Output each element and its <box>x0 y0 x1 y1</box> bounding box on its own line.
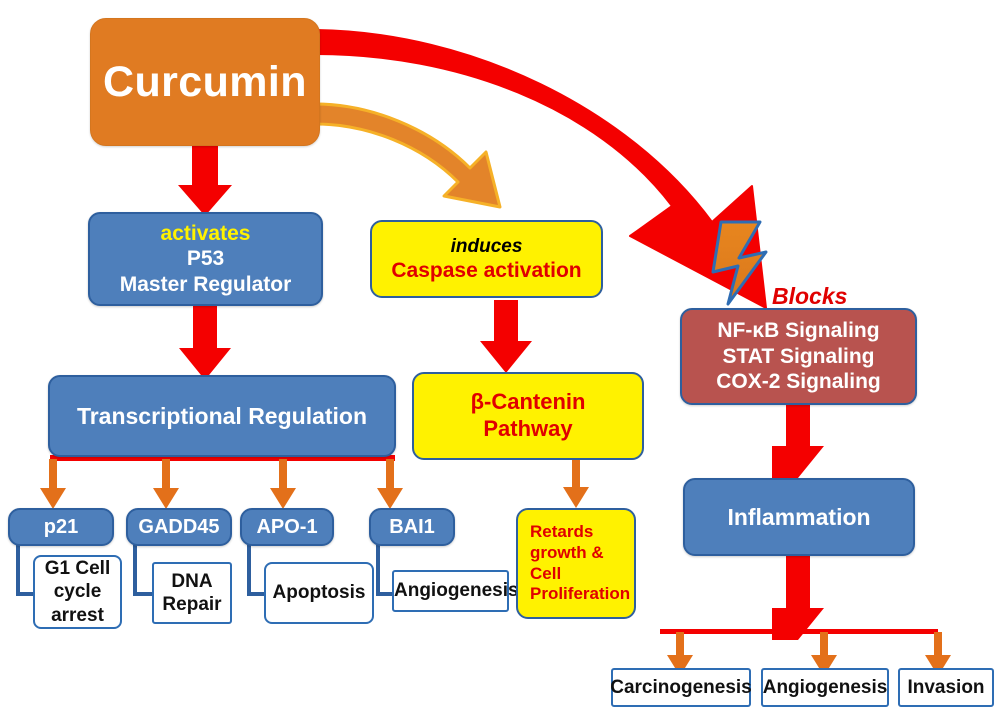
retards-line: Cell <box>530 563 562 583</box>
node-outcome-angiogenesis[interactable]: Angiogenesis <box>761 668 889 707</box>
node-catenin-pathway[interactable]: β-Cantenin Pathway <box>412 372 644 460</box>
blocks-label: Blocks <box>772 283 848 309</box>
retards-line: Proliferation <box>530 584 631 604</box>
arrow-catenin-to-retards <box>563 455 589 508</box>
node-gene-apo1[interactable]: APO-1 <box>240 508 334 546</box>
gene-label: GADD45 <box>138 515 220 538</box>
node-effect-g1-arrest[interactable]: G1 Cell cycle arrest <box>33 555 122 629</box>
node-gene-bai1[interactable]: BAI1 <box>369 508 455 546</box>
p53-verb: activates <box>160 221 251 245</box>
effect-line: arrest <box>51 604 104 626</box>
arrow-caspase-to-catenin <box>480 300 532 373</box>
node-retards-growth[interactable]: Retards growth & Cell Proliferation <box>516 508 636 619</box>
effect-line: Repair <box>162 594 222 615</box>
p53-line1: P53 <box>186 247 225 271</box>
node-gene-p21[interactable]: p21 <box>8 508 114 546</box>
signaling-line1: NF-κB Signaling <box>717 319 880 343</box>
node-p53[interactable]: activates P53 Master Regulator <box>88 212 323 306</box>
node-effect-apoptosis[interactable]: Apoptosis <box>264 562 374 624</box>
node-curcumin[interactable]: Curcumin <box>90 18 320 146</box>
gene-label: BAI1 <box>389 515 435 538</box>
gene-label: APO-1 <box>256 515 318 538</box>
catenin-line1: β-Cantenin <box>470 389 586 415</box>
node-inflammation[interactable]: Inflammation <box>683 478 915 556</box>
effect-line: DNA <box>171 570 213 592</box>
arrow-curcumin-to-caspase <box>313 102 502 209</box>
retards-line: Retards <box>530 522 594 542</box>
signaling-line3: COX-2 Signaling <box>716 370 881 394</box>
inflammation-label: Inflammation <box>727 503 871 530</box>
outcome-label: Angiogenesis <box>762 676 888 698</box>
gene-label: p21 <box>43 515 79 538</box>
caspase-line1: Caspase activation <box>391 258 582 282</box>
arrow-signaling-to-inflammation <box>772 405 824 478</box>
effect-line: Apoptosis <box>272 582 366 604</box>
arrow-curcumin-to-p53 <box>178 145 232 216</box>
outcome-label: Carcinogenesis <box>610 676 752 698</box>
effect-line: cycle <box>53 581 102 603</box>
node-outcome-invasion[interactable]: Invasion <box>898 668 994 707</box>
node-effect-angiogenesis[interactable]: Angiogenesis <box>392 570 519 612</box>
node-signaling[interactable]: NF-κB Signaling STAT Signaling COX-2 Sig… <box>680 308 917 405</box>
node-effect-dna-repair[interactable]: DNA Repair <box>152 562 232 624</box>
node-caspase[interactable]: induces Caspase activation <box>370 220 603 298</box>
effect-line: Angiogenesis <box>394 580 519 602</box>
outcome-label: Invasion <box>907 676 985 698</box>
branch-inflammation-to-outcomes <box>660 556 951 676</box>
retards-line: growth & <box>530 542 604 562</box>
node-transcriptional-regulation[interactable]: Transcriptional Regulation <box>48 375 396 457</box>
branch-transcriptional-to-genes <box>40 455 403 509</box>
signaling-line2: STAT Signaling <box>722 344 875 368</box>
node-outcome-carcinogenesis[interactable]: Carcinogenesis <box>610 668 752 707</box>
caspase-verb: induces <box>450 235 523 257</box>
arrow-p53-to-transcriptional <box>179 306 231 380</box>
effect-line: G1 Cell <box>44 558 111 580</box>
transcriptional-label: Transcriptional Regulation <box>76 402 368 429</box>
catenin-line2: Pathway <box>483 416 573 441</box>
curcumin-label: Curcumin <box>103 57 307 106</box>
p53-line2: Master Regulator <box>119 272 292 296</box>
node-gene-gadd45[interactable]: GADD45 <box>126 508 232 546</box>
